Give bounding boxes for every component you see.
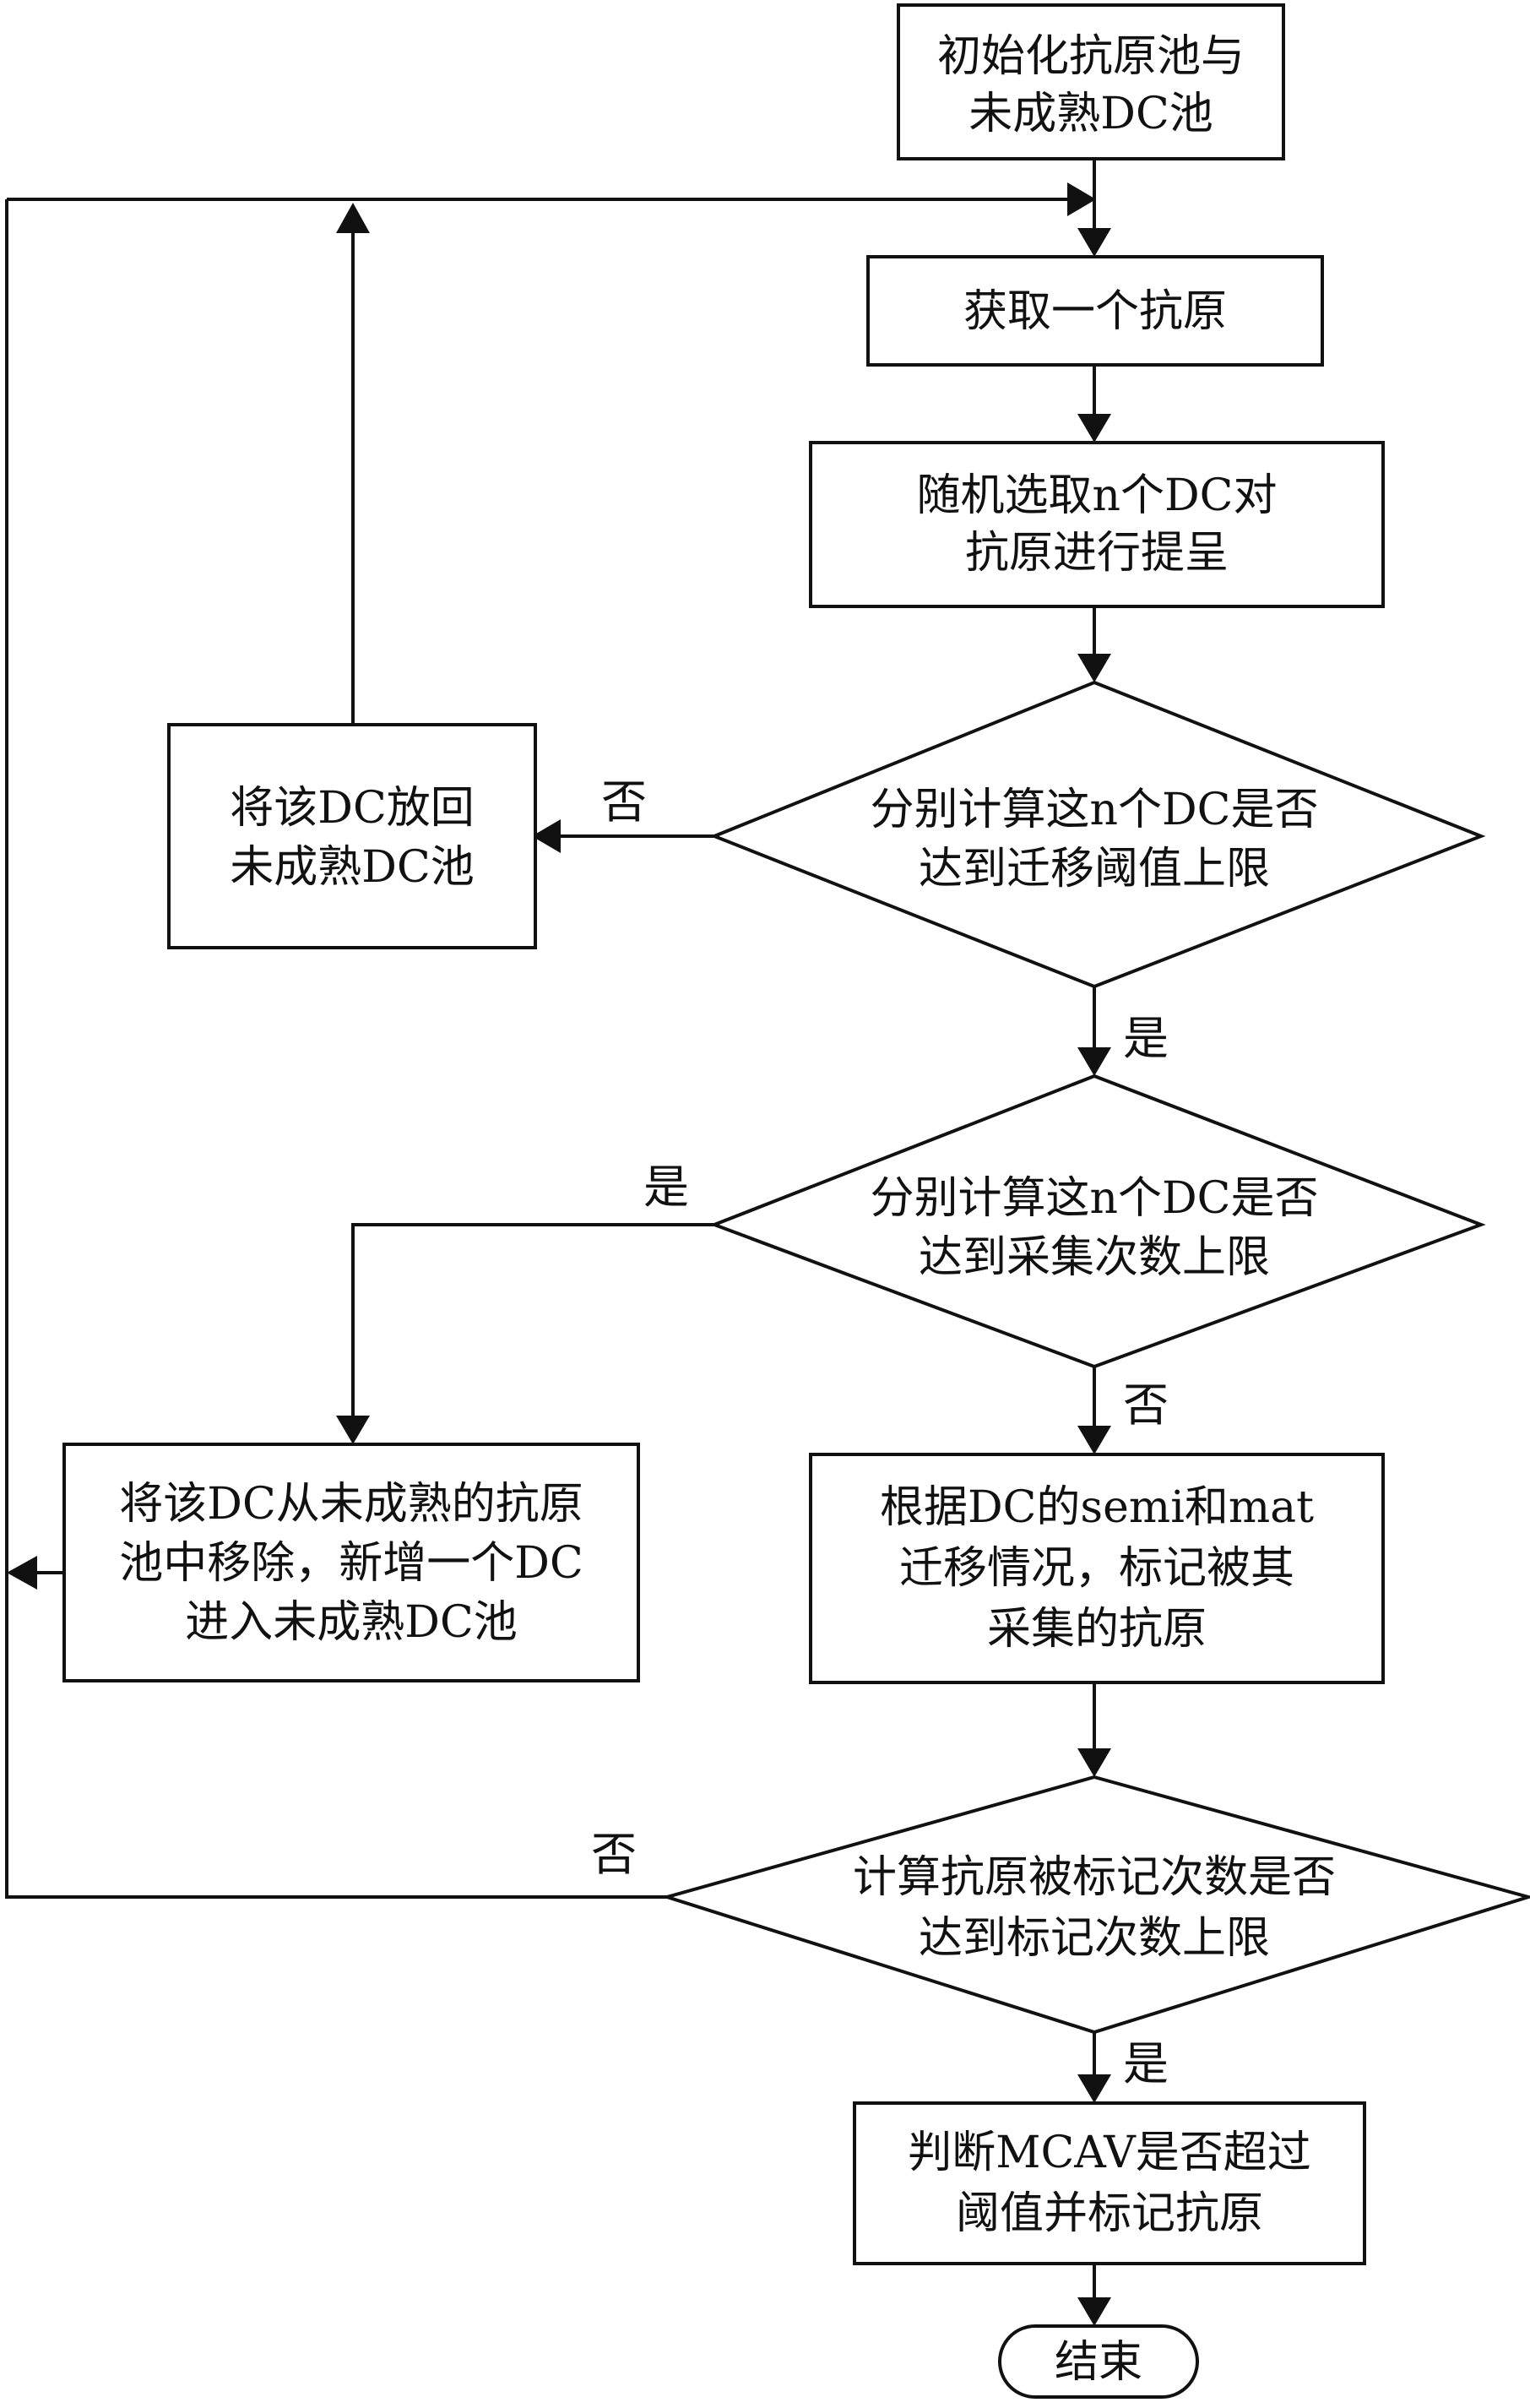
node-get-line-1: 获取一个抗原 bbox=[963, 286, 1227, 337]
node-init-box bbox=[897, 3, 1285, 160]
node-remove-box bbox=[62, 1443, 640, 1682]
node-putback-line-1: 将该DC放回 bbox=[230, 783, 474, 834]
node-init-line-1: 初始化抗原池与 bbox=[937, 31, 1245, 82]
arrowhead-end bbox=[1077, 2297, 1111, 2326]
node-migrate-line-1: 分别计算这n个DC是否 bbox=[871, 785, 1319, 835]
node-count-diamond bbox=[661, 1775, 1530, 2035]
edge-label-collect-no: 否 bbox=[1123, 1378, 1169, 1432]
arrowhead-left-loop bbox=[7, 1556, 37, 1590]
node-select-line-2: 抗原进行提呈 bbox=[965, 528, 1229, 579]
edge-label-migrate-yes: 是 bbox=[1123, 1012, 1169, 1065]
node-mark-line-3: 采集的抗原 bbox=[987, 1604, 1207, 1655]
node-count-line-2: 达到标记次数上限 bbox=[919, 1913, 1270, 1964]
edge-label-count-yes: 是 bbox=[1123, 2037, 1169, 2090]
node-collect-line-1: 分别计算这n个DC是否 bbox=[871, 1173, 1319, 1224]
node-remove-line-2: 池中移除，新增一个DC bbox=[119, 1538, 583, 1589]
arrowhead-top-loop bbox=[1067, 182, 1096, 216]
node-mark-box bbox=[809, 1453, 1385, 1684]
node-select-box bbox=[809, 441, 1385, 608]
node-migrate-diamond bbox=[709, 680, 1486, 989]
arrowhead-count bbox=[1077, 1748, 1111, 1777]
node-get-box bbox=[866, 255, 1324, 367]
arrowhead-get bbox=[1077, 228, 1111, 257]
node-judge-line-2: 阈值并标记抗原 bbox=[956, 2188, 1263, 2239]
node-select-line-1: 随机选取n个DC对 bbox=[917, 470, 1278, 521]
node-migrate-line-2: 达到迁移阈值上限 bbox=[919, 844, 1270, 894]
edge-label-migrate-no: 否 bbox=[601, 775, 647, 829]
node-judge-line-1: 判断MCAV是否超过 bbox=[908, 2128, 1311, 2178]
node-judge-box bbox=[853, 2101, 1366, 2265]
node-end-label: 结束 bbox=[1055, 2337, 1142, 2388]
arrowhead-collect bbox=[1077, 1047, 1111, 1076]
arrowhead-putback bbox=[532, 819, 561, 853]
arrowhead-judge bbox=[1077, 2074, 1111, 2103]
node-putback-box bbox=[167, 723, 537, 949]
shapes bbox=[62, 3, 1530, 2399]
edge-label-collect-yes: 是 bbox=[643, 1161, 689, 1214]
arrowheads bbox=[7, 182, 1111, 2326]
node-collect-line-2: 达到采集次数上限 bbox=[919, 1232, 1270, 1283]
edge-count-loop bbox=[5, 199, 667, 1899]
edge-collect-remove bbox=[351, 1223, 714, 1427]
arrowhead-remove bbox=[336, 1416, 370, 1444]
edge-label-count-no: 否 bbox=[591, 1828, 637, 1881]
node-end-terminal bbox=[998, 2324, 1199, 2399]
arrowhead-putback-up bbox=[336, 203, 370, 233]
arrowhead-select bbox=[1077, 414, 1111, 443]
node-putback-line-2: 未成熟DC池 bbox=[230, 842, 474, 893]
node-init-line-2: 未成熟DC池 bbox=[968, 89, 1213, 139]
arrowhead-migrate bbox=[1077, 654, 1111, 682]
node-labels: 初始化抗原池与 未成熟DC池 获取一个抗原 随机选取n个DC对 抗原进行提呈 分… bbox=[119, 31, 1336, 2388]
node-remove-line-3: 进入未成熟DC池 bbox=[185, 1597, 517, 1648]
node-count-line-1: 计算抗原被标记次数是否 bbox=[853, 1852, 1336, 1903]
arrowhead-mark bbox=[1077, 1426, 1111, 1454]
node-collect-diamond bbox=[709, 1074, 1486, 1369]
node-remove-line-1: 将该DC从未成熟的抗原 bbox=[119, 1479, 583, 1530]
edge-labels: 否 是 是 否 否 是 bbox=[591, 775, 1169, 2090]
node-mark-line-1: 根据DC的semi和mat bbox=[880, 1482, 1314, 1533]
node-mark-line-2: 迁移情况，标记被其 bbox=[899, 1543, 1294, 1594]
